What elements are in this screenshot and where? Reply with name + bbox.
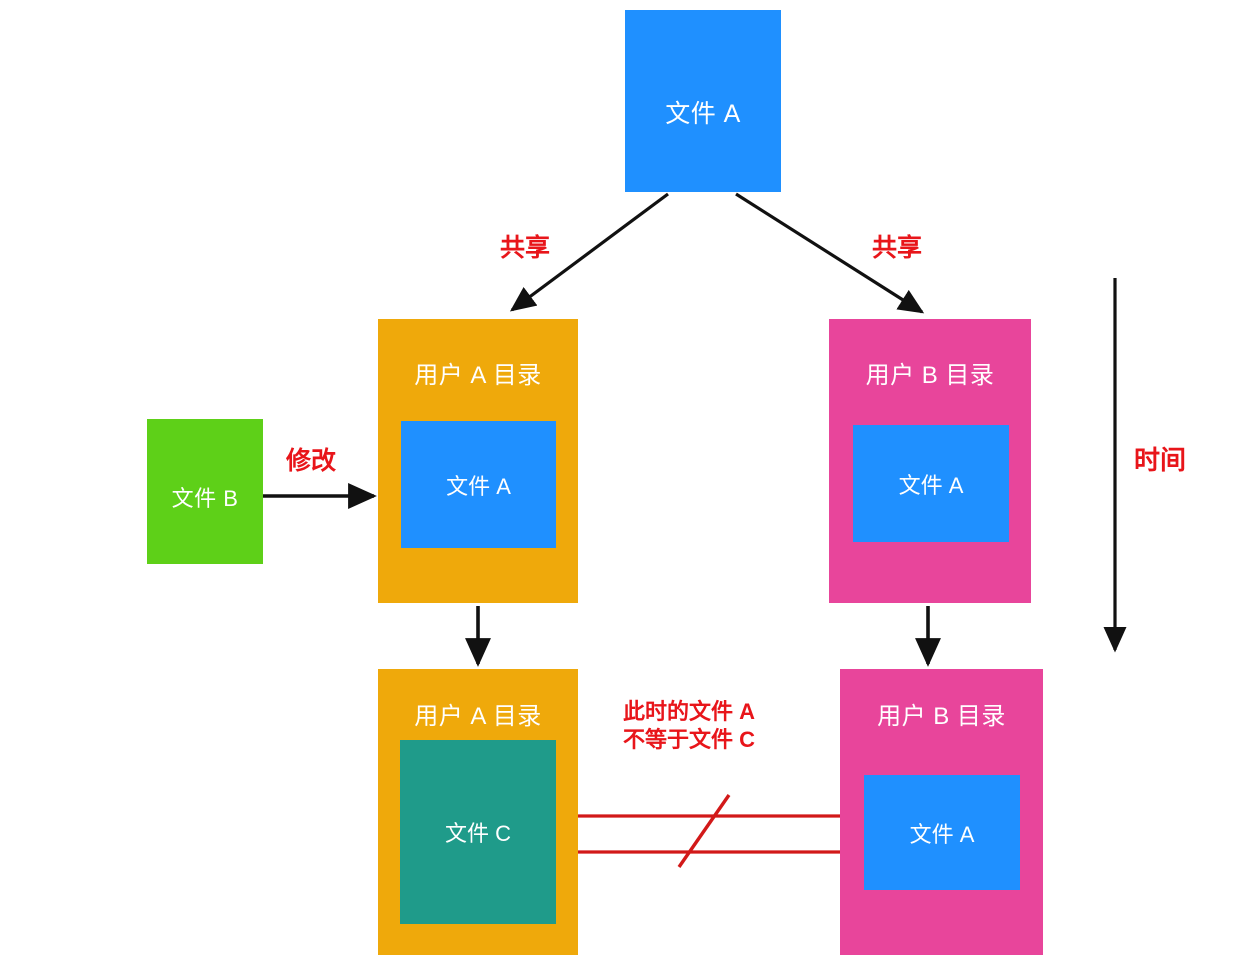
node-file-b-label: 文件 B	[171, 486, 239, 511]
node-user-a-dir-2[interactable]: 用户 A 目录 文件 C	[378, 669, 578, 955]
edge-label-modify: 修改	[286, 447, 337, 475]
node-user-a-dir-2-title: 用户 A 目录	[414, 703, 542, 730]
node-user-b-dir-1-title: 用户 B 目录	[865, 362, 995, 389]
node-user-a-dir-1-title: 用户 A 目录	[414, 362, 542, 389]
node-user-b-dir-2-child-label: 文件 A	[909, 821, 975, 847]
node-file-a-top-label: 文件 A	[665, 100, 741, 128]
node-user-b-dir-2-title: 用户 B 目录	[877, 703, 1006, 730]
node-user-b-dir-2[interactable]: 用户 B 目录 文件 A	[840, 669, 1043, 955]
annotation-not-equal-line2: 不等于文件 C	[623, 726, 756, 752]
node-file-a-top[interactable]: 文件 A	[625, 10, 781, 192]
annotation-not-equal-line1: 此时的文件 A	[623, 699, 756, 724]
node-file-b[interactable]: 文件 B	[147, 419, 263, 564]
node-user-b-dir-1-child-file-a[interactable]: 文件 A	[853, 425, 1009, 542]
node-user-b-dir-1[interactable]: 用户 B 目录 文件 A	[829, 319, 1031, 603]
edge-label-share-left: 共享	[500, 234, 551, 262]
node-user-a-dir-1-child-file-a[interactable]: 文件 A	[401, 421, 556, 548]
edge-label-share-right: 共享	[872, 234, 923, 262]
node-user-a-dir-2-child-file-c[interactable]: 文件 C	[400, 740, 556, 924]
node-user-a-dir-1-child-label: 文件 A	[446, 473, 511, 499]
not-equal-slash	[677, 794, 731, 868]
node-user-a-dir-2-child-label: 文件 C	[444, 821, 511, 846]
node-user-a-dir-1[interactable]: 用户 A 目录 文件 A	[378, 319, 578, 603]
time-axis-label: 时间	[1134, 445, 1187, 475]
node-user-b-dir-2-child-file-a[interactable]: 文件 A	[864, 775, 1020, 890]
node-user-b-dir-1-child-label: 文件 A	[898, 472, 964, 498]
annotation-not-equal: 此时的文件 A 不等于文件 C	[623, 698, 755, 753]
